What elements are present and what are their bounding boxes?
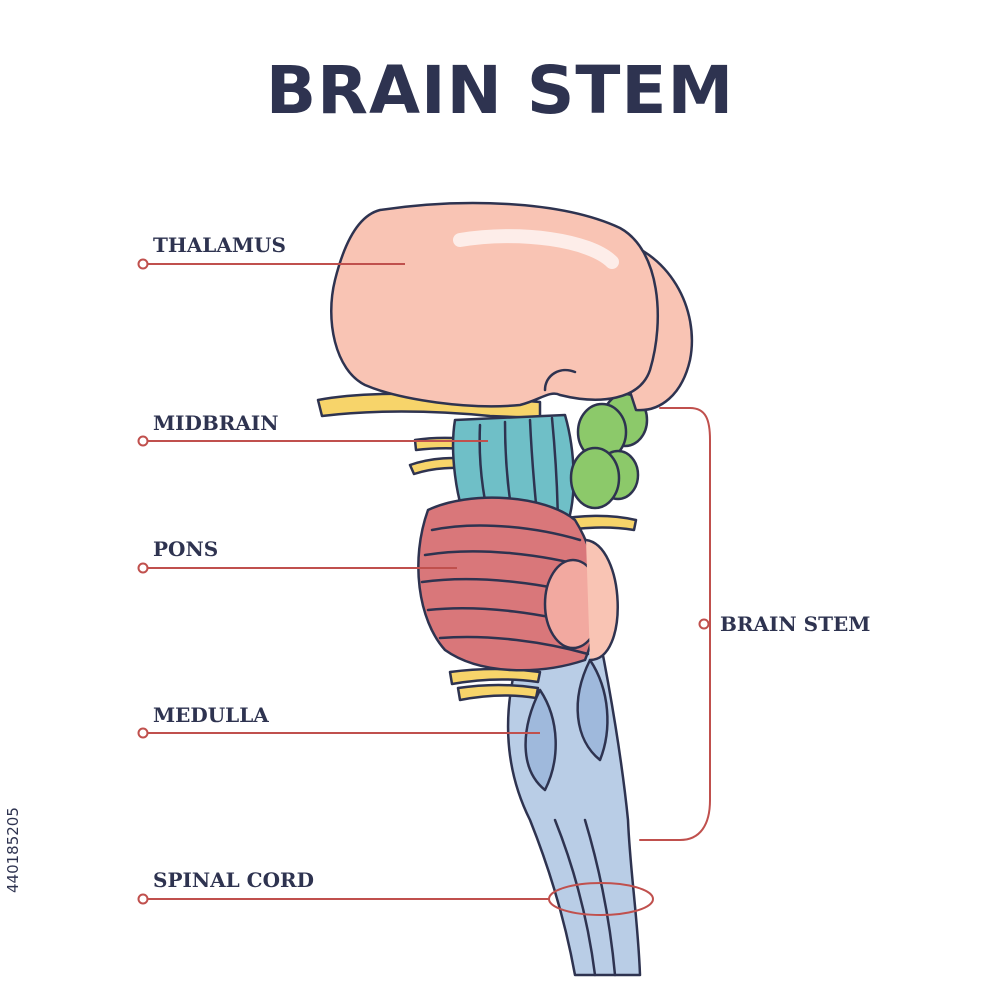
label-thalamus: THALAMUS [153, 233, 286, 257]
label-brain-stem: BRAIN STEM [720, 612, 871, 636]
brain-stem-bracket [639, 407, 711, 841]
thalamus-shape [330, 201, 694, 412]
medulla-shape [506, 638, 642, 977]
leader-lines [137, 258, 710, 905]
label-pons: PONS [153, 537, 219, 561]
pons-shape [417, 496, 619, 672]
diagram-title: BRAIN STEM [265, 52, 735, 129]
label-midbrain: MIDBRAIN [153, 411, 279, 435]
label-medulla: MEDULLA [153, 703, 269, 727]
stock-id: 440185205 [4, 807, 22, 893]
label-spinal-cord: SPINAL CORD [153, 868, 314, 892]
